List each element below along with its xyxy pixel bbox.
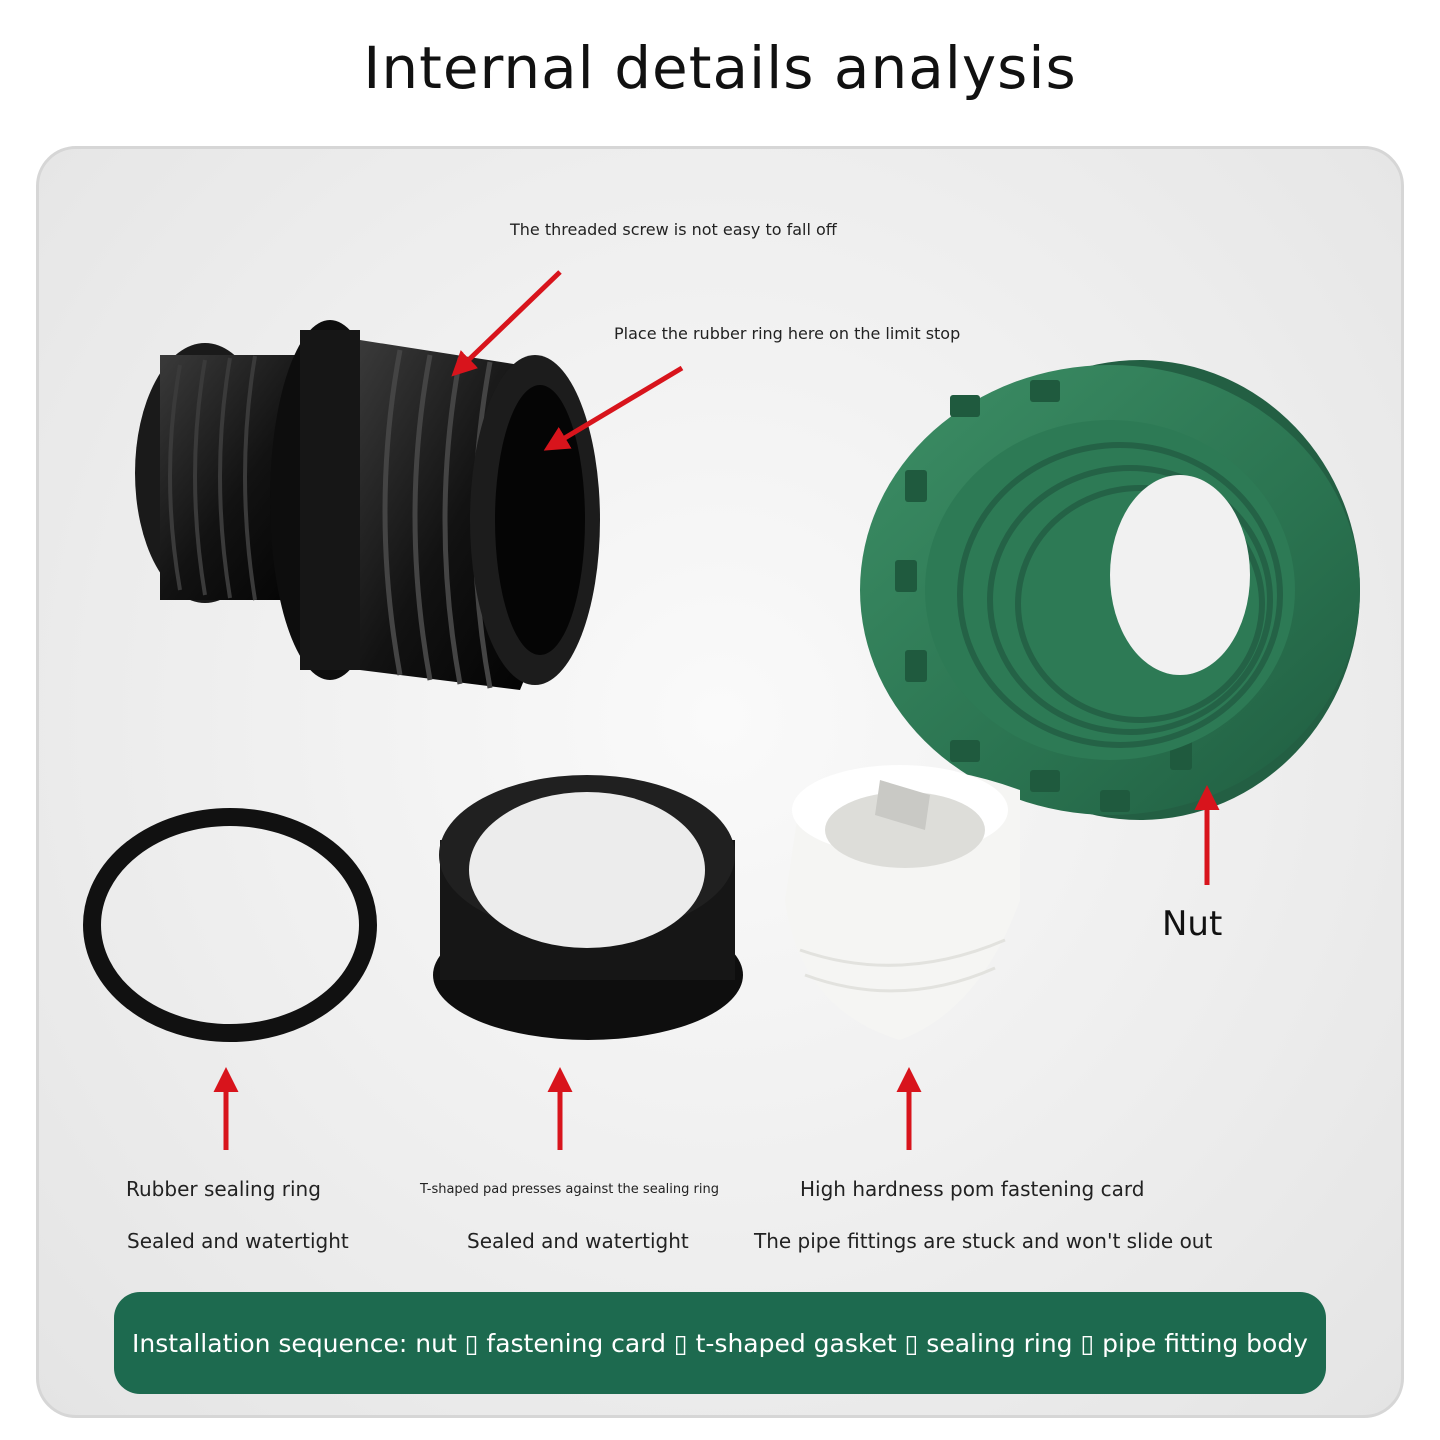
- callout-nut: Nut: [1162, 904, 1223, 944]
- fastening-card: [785, 765, 1020, 1040]
- part-name-t-pad: T-shaped pad presses against the sealing…: [420, 1182, 719, 1197]
- part-desc-sealing-ring: Sealed and watertight: [127, 1229, 349, 1253]
- pipe-fitting-body: [135, 320, 600, 690]
- part-desc-t-pad: Sealed and watertight: [467, 1229, 689, 1253]
- part-name-sealing-ring: Rubber sealing ring: [126, 1177, 321, 1201]
- page-title: Internal details analysis: [363, 34, 1077, 102]
- callout-limit-stop: Place the rubber ring here on the limit …: [614, 324, 961, 343]
- rubber-sealing-ring: [83, 808, 377, 1042]
- part-desc-fastening-card: The pipe fittings are stuck and won't sl…: [754, 1229, 1213, 1253]
- nut: [860, 360, 1360, 820]
- callout-thread: The threaded screw is not easy to fall o…: [510, 220, 837, 239]
- t-shaped-gasket: [433, 775, 743, 1040]
- installation-sequence-text: Installation sequence: nut ▯ fastening c…: [132, 1328, 1308, 1358]
- part-name-fastening-card: High hardness pom fastening card: [800, 1177, 1145, 1201]
- installation-banner: Installation sequence: nut ▯ fastening c…: [114, 1292, 1326, 1394]
- callout-arrows: [213, 270, 1220, 1150]
